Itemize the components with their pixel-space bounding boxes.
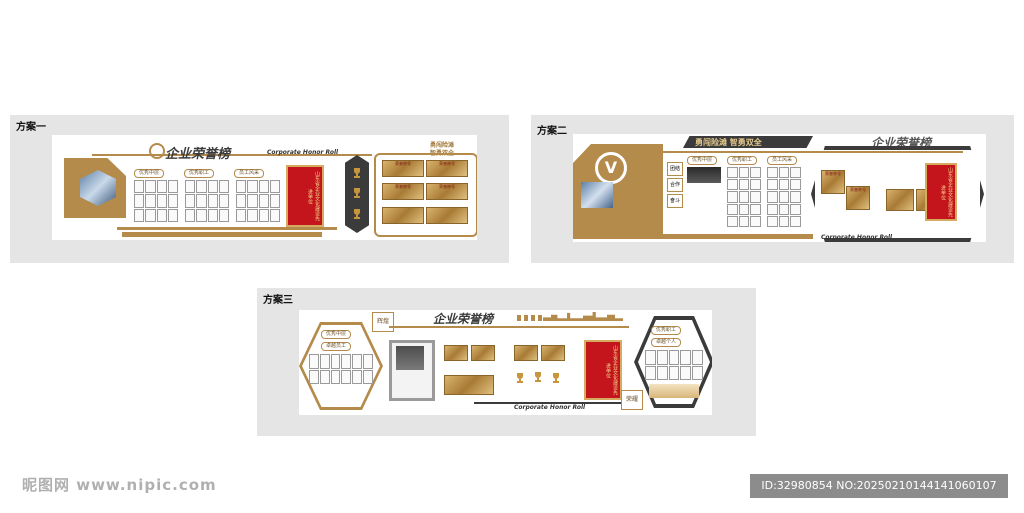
plan1-bottom-bar [122,232,322,237]
plan1-plaque-6 [426,207,468,224]
plan2-banner: 山东省企业文化建设先进单位 [925,163,957,221]
plan3-right-gold-fill [649,384,699,398]
watermark-right: ID:32980854 NO:20250210144141060107 [750,474,1008,498]
plan3-right-sub: 卓越个人 [651,338,682,347]
plan1-photo-grid-1 [134,180,178,222]
plan3-left-category: 优秀中层 [321,330,352,339]
plan1-banner: 山东省企业文化建设先进单位 [286,165,324,227]
plan1-plaque-1: 荣誉称号 [382,160,424,177]
plan3-plaque-5 [444,375,494,395]
plan1-trophy-2 [354,188,360,198]
plan1-photo-grid-2 [185,180,229,222]
plan2-hex-1: 团结 [667,162,683,176]
plan2-bottom-bar [663,234,813,239]
plan3-subtitle: Corporate Honor Roll [514,404,586,411]
plan2-subtitle: Corporate Honor Roll [821,234,893,241]
plan2-hex-3: 奋斗 [667,194,683,208]
plan2-hex-2: 合作 [667,178,683,192]
plan2-plaque-1: 荣誉称号 [821,170,845,194]
plan1-category-3: 员工风采 [234,169,265,178]
plan3-left-photo-grid [309,354,373,384]
plan1-trophy-1 [354,168,360,178]
plan3-plaque-3 [514,345,538,361]
plan2-top-line [663,151,963,153]
plan3-skyline [543,312,623,321]
plan2-board: V 勇闯险滩 智勇双全 企业荣誉榜 团结 合作 奋斗 优秀中层 优秀职工 员工风… [573,134,986,242]
plan2-label: 方案二 [537,126,567,137]
plan1-plaque-5 [382,207,424,224]
plan2-category-2: 优秀职工 [727,156,758,165]
plan3-plaque-4 [541,345,565,361]
plan2-v-logo: V [595,152,627,184]
plan3-left-sub: 卓越员工 [321,342,352,351]
plan2-plaque-3 [886,189,914,211]
plan1-logo-icon [149,143,165,159]
plan2-group-photo [687,167,721,183]
plan1-photo-grid-3 [236,180,280,222]
plan2-building-photo [581,182,613,208]
watermark-left: 昵图网 www.nipic.com [22,476,217,494]
plan1-trophy-3 [354,209,360,219]
plan1-subtitle: Corporate Honor Roll [267,149,339,156]
plan1-panel: 方案一 企业荣誉榜 Corporate Honor Roll 勇闯险滩 智勇双全… [10,115,509,263]
plan2-photo-grid-1 [727,167,761,227]
plan3-hex-badge-top: 辉煌 [372,312,394,332]
plan2-right-frame [811,146,984,242]
plan3-right-category: 优秀职工 [651,326,682,335]
plan3-title: 企业荣誉榜 [433,312,494,326]
plan1-plaque-2: 荣誉称号 [426,160,468,177]
plan1-building-photo [80,170,116,206]
plan3-arrows [517,315,543,321]
plan3-trophy-3 [553,373,559,383]
plan1-top-line [92,154,372,156]
plan3-bottom-line [474,402,624,404]
plan1-plaque-4: 荣誉称号 [426,183,468,200]
plan3-photo [396,346,424,370]
plan1-category-1: 优秀中层 [134,169,165,178]
plan1-title: 企业荣誉榜 [165,147,231,162]
plan3-top-line [389,326,629,328]
plan1-tagline-1: 勇闯险滩 [430,142,455,149]
plan3-trophy-2 [535,372,541,382]
plan3-board: 优秀中层 卓越员工 辉煌 企业荣誉榜 山东省企业文化建设先进单位 Corpora… [299,310,712,415]
plan2-photo-grid-2 [767,167,801,227]
plan3-banner: 山东省企业文化建设先进单位 [584,340,622,400]
plan1-label: 方案一 [16,122,46,133]
plan2-panel: 方案二 V 勇闯险滩 智勇双全 企业荣誉榜 团结 合作 奋斗 优秀中层 优秀职工… [531,115,1014,263]
plan3-trophy-1 [517,373,523,383]
plan1-bottom-line [117,227,337,230]
plan1-board: 企业荣誉榜 Corporate Honor Roll 勇闯险滩 智勇双全 优秀中… [52,135,477,240]
plan1-plaque-3: 荣誉称号 [382,183,424,200]
plan2-plaque-2: 荣誉称号 [846,186,870,210]
plan3-panel: 方案三 优秀中层 卓越员工 辉煌 企业荣誉榜 山东省企业文化建设先进单位 Cor… [257,288,756,436]
plan3-hex-badge-bottom: 荣耀 [621,390,643,410]
plan3-right-photo-grid [645,350,703,380]
plan2-category-1: 优秀中层 [687,156,718,165]
plan1-category-2: 优秀职工 [184,169,215,178]
plan2-category-3: 员工风采 [767,156,798,165]
plan3-label: 方案三 [263,295,293,306]
plan3-plaque-1 [444,345,468,361]
plan2-slogan: 勇闯险滩 智勇双全 [695,138,762,147]
plan2-slogan-box [683,136,813,148]
plan1-right-frame [374,153,477,237]
plan3-plaque-2 [471,345,495,361]
